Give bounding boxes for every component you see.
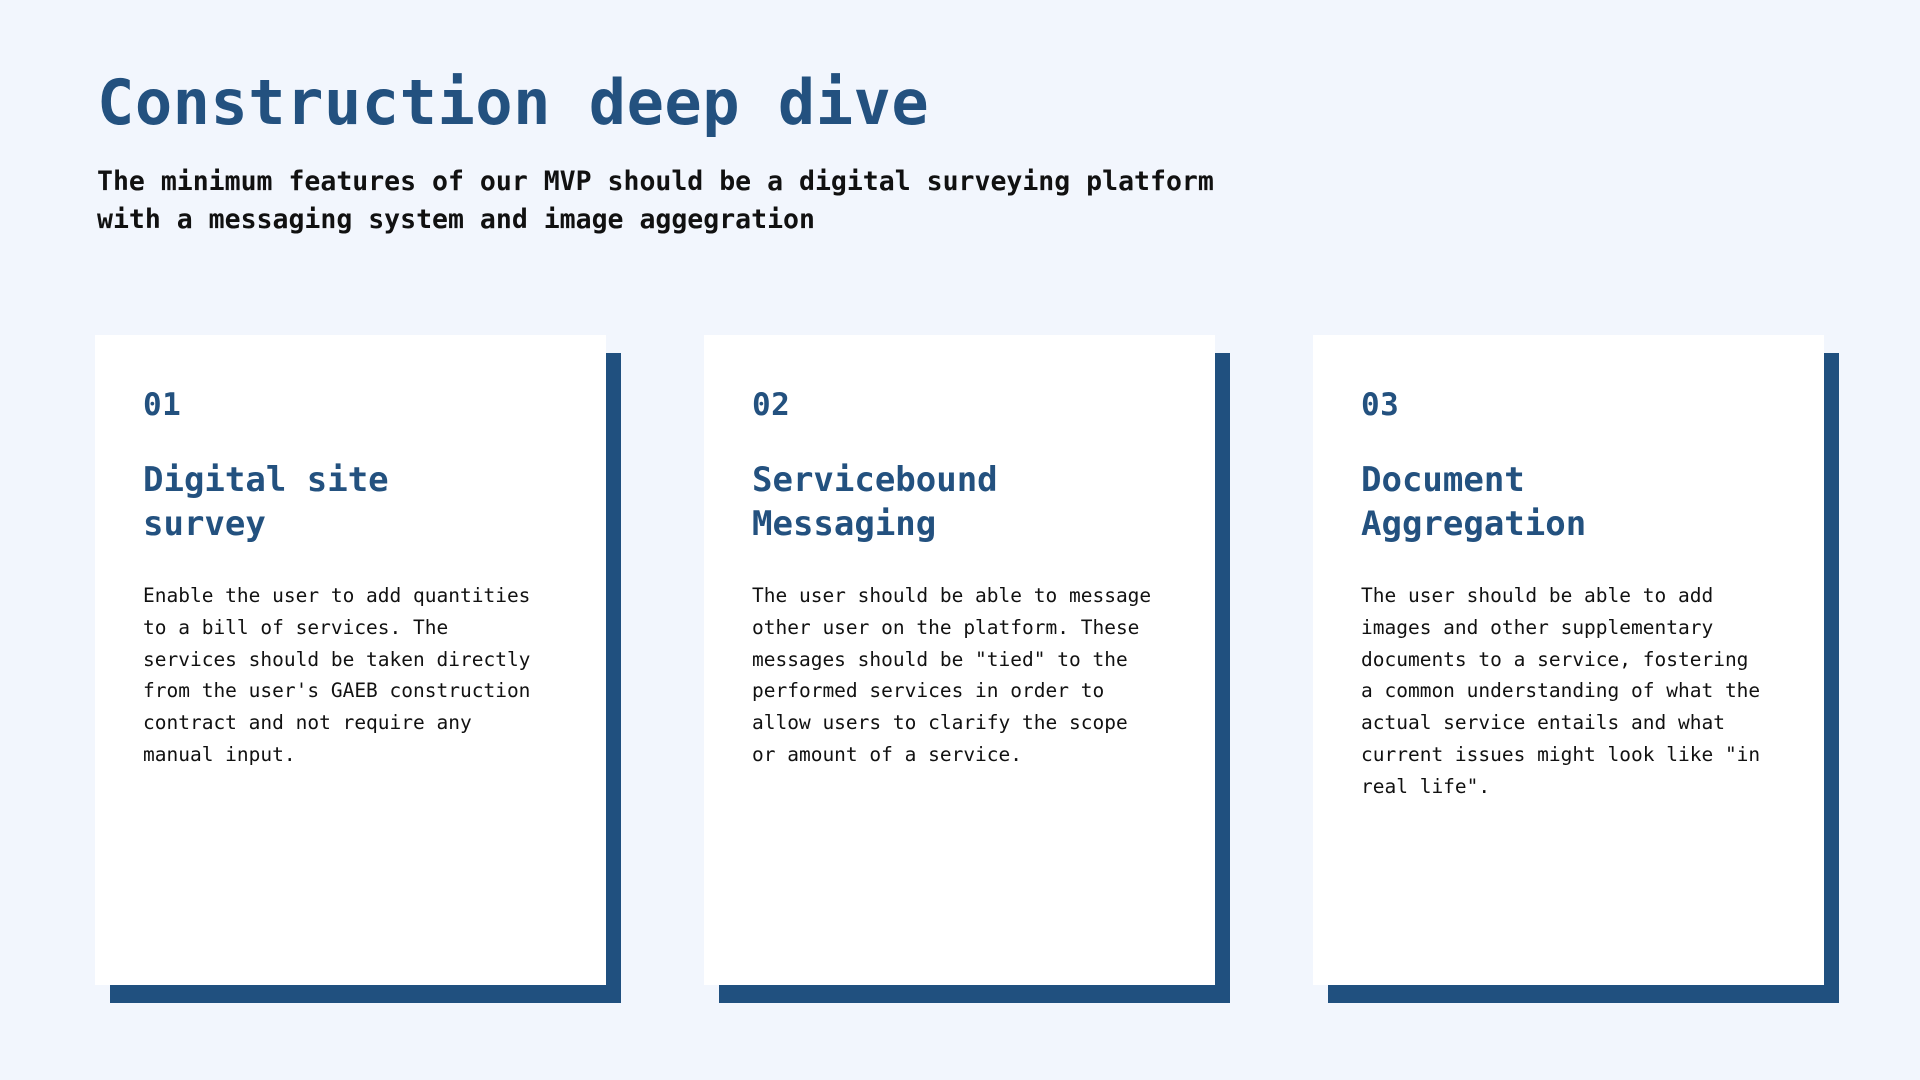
slide-header: Construction deep dive The minimum featu… [97, 70, 1497, 238]
card-title: Servicebound Messaging [752, 460, 998, 544]
card-number: 02 [752, 387, 791, 423]
card-number: 03 [1361, 387, 1400, 423]
feature-card-02[interactable]: 02 Servicebound Messaging The user shoul… [704, 335, 1230, 1003]
card-title: Digital site survey [143, 460, 389, 544]
card-body: The user should be able to add images an… [1361, 584, 1761, 798]
page-subtitle: The minimum features of our MVP should b… [97, 166, 1214, 235]
feature-card-grid: 01 Digital site survey Enable the user t… [95, 335, 1840, 1003]
card-body: Enable the user to add quantities to a b… [143, 584, 531, 766]
card-surface-03: 03 Document Aggregation The user should … [1313, 335, 1824, 985]
card-surface-01: 01 Digital site survey Enable the user t… [95, 335, 606, 985]
card-title: Document Aggregation [1361, 460, 1587, 544]
card-surface-02: 02 Servicebound Messaging The user shoul… [704, 335, 1215, 985]
card-body: The user should be able to message other… [752, 584, 1152, 766]
feature-card-01[interactable]: 01 Digital site survey Enable the user t… [95, 335, 621, 1003]
page-title: Construction deep dive [97, 66, 930, 139]
feature-card-03[interactable]: 03 Document Aggregation The user should … [1313, 335, 1839, 1003]
card-number: 01 [143, 387, 182, 423]
